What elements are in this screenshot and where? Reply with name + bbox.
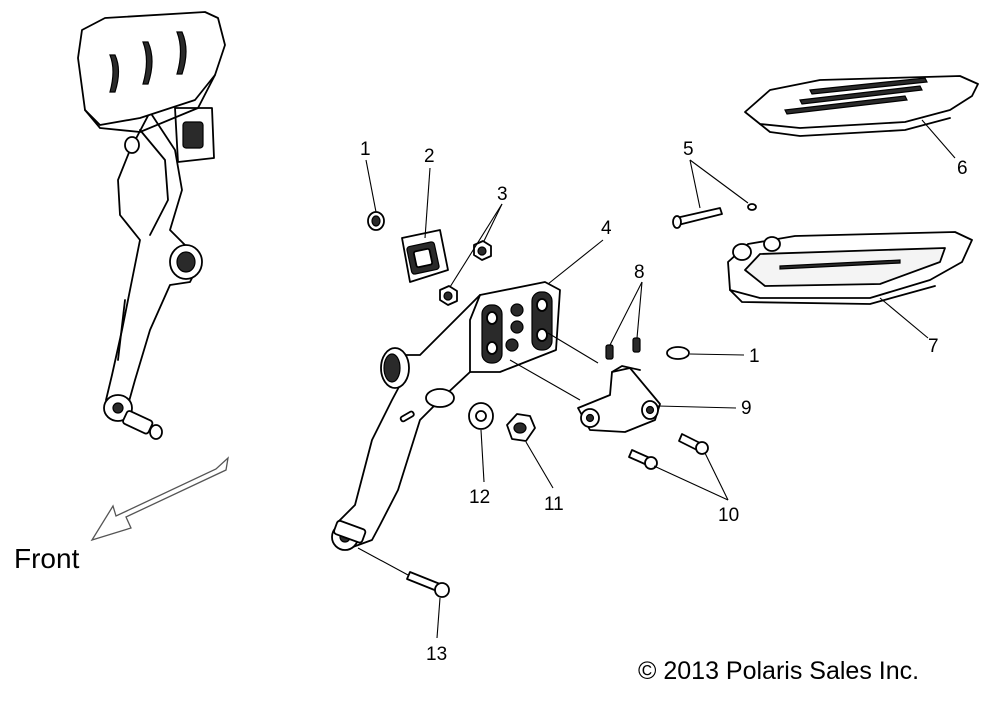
- part-6-footrest-pad: [744, 75, 979, 137]
- part-2-pad: [401, 229, 449, 283]
- part-3-nuts: [439, 240, 492, 306]
- front-label: Front: [14, 543, 80, 574]
- copyright-notice: © 2013 Polaris Sales Inc.: [638, 657, 919, 685]
- callout-5: 5: [683, 139, 694, 160]
- front-direction-arrow: [90, 456, 229, 542]
- leader-lines: [357, 119, 956, 639]
- part-10-bolts: [628, 433, 709, 470]
- callout-1-right: 1: [749, 346, 760, 367]
- callout-13: 13: [426, 644, 447, 665]
- part-13-bolt: [406, 571, 450, 598]
- part-5-pin: [672, 203, 757, 229]
- callout-labels: 1 2 3 4 5 6 7 8 1 9 10 12 11 13: [360, 139, 968, 665]
- assembled-pedal-view: [77, 11, 226, 440]
- part-4-brake-arm: [331, 281, 561, 551]
- part-7-footrest-tray: [727, 231, 973, 305]
- part-1-screw: [367, 211, 385, 231]
- part-9-bracket: [577, 365, 661, 433]
- callout-2: 2: [424, 146, 435, 167]
- callout-12: 12: [469, 487, 490, 508]
- callout-11: 11: [544, 494, 564, 515]
- callout-7: 7: [928, 336, 939, 357]
- callout-3: 3: [497, 184, 508, 205]
- callout-1-left: 1: [360, 139, 371, 160]
- callout-6: 6: [957, 158, 968, 179]
- part-12-washer: [468, 402, 494, 430]
- callout-9: 9: [741, 398, 752, 419]
- part-8-set-screws: [605, 337, 641, 360]
- part-11-nut: [506, 413, 536, 442]
- callout-8: 8: [634, 262, 645, 283]
- callout-10: 10: [718, 505, 739, 526]
- callout-4: 4: [601, 218, 612, 239]
- part-1-flat-screw: [666, 346, 690, 360]
